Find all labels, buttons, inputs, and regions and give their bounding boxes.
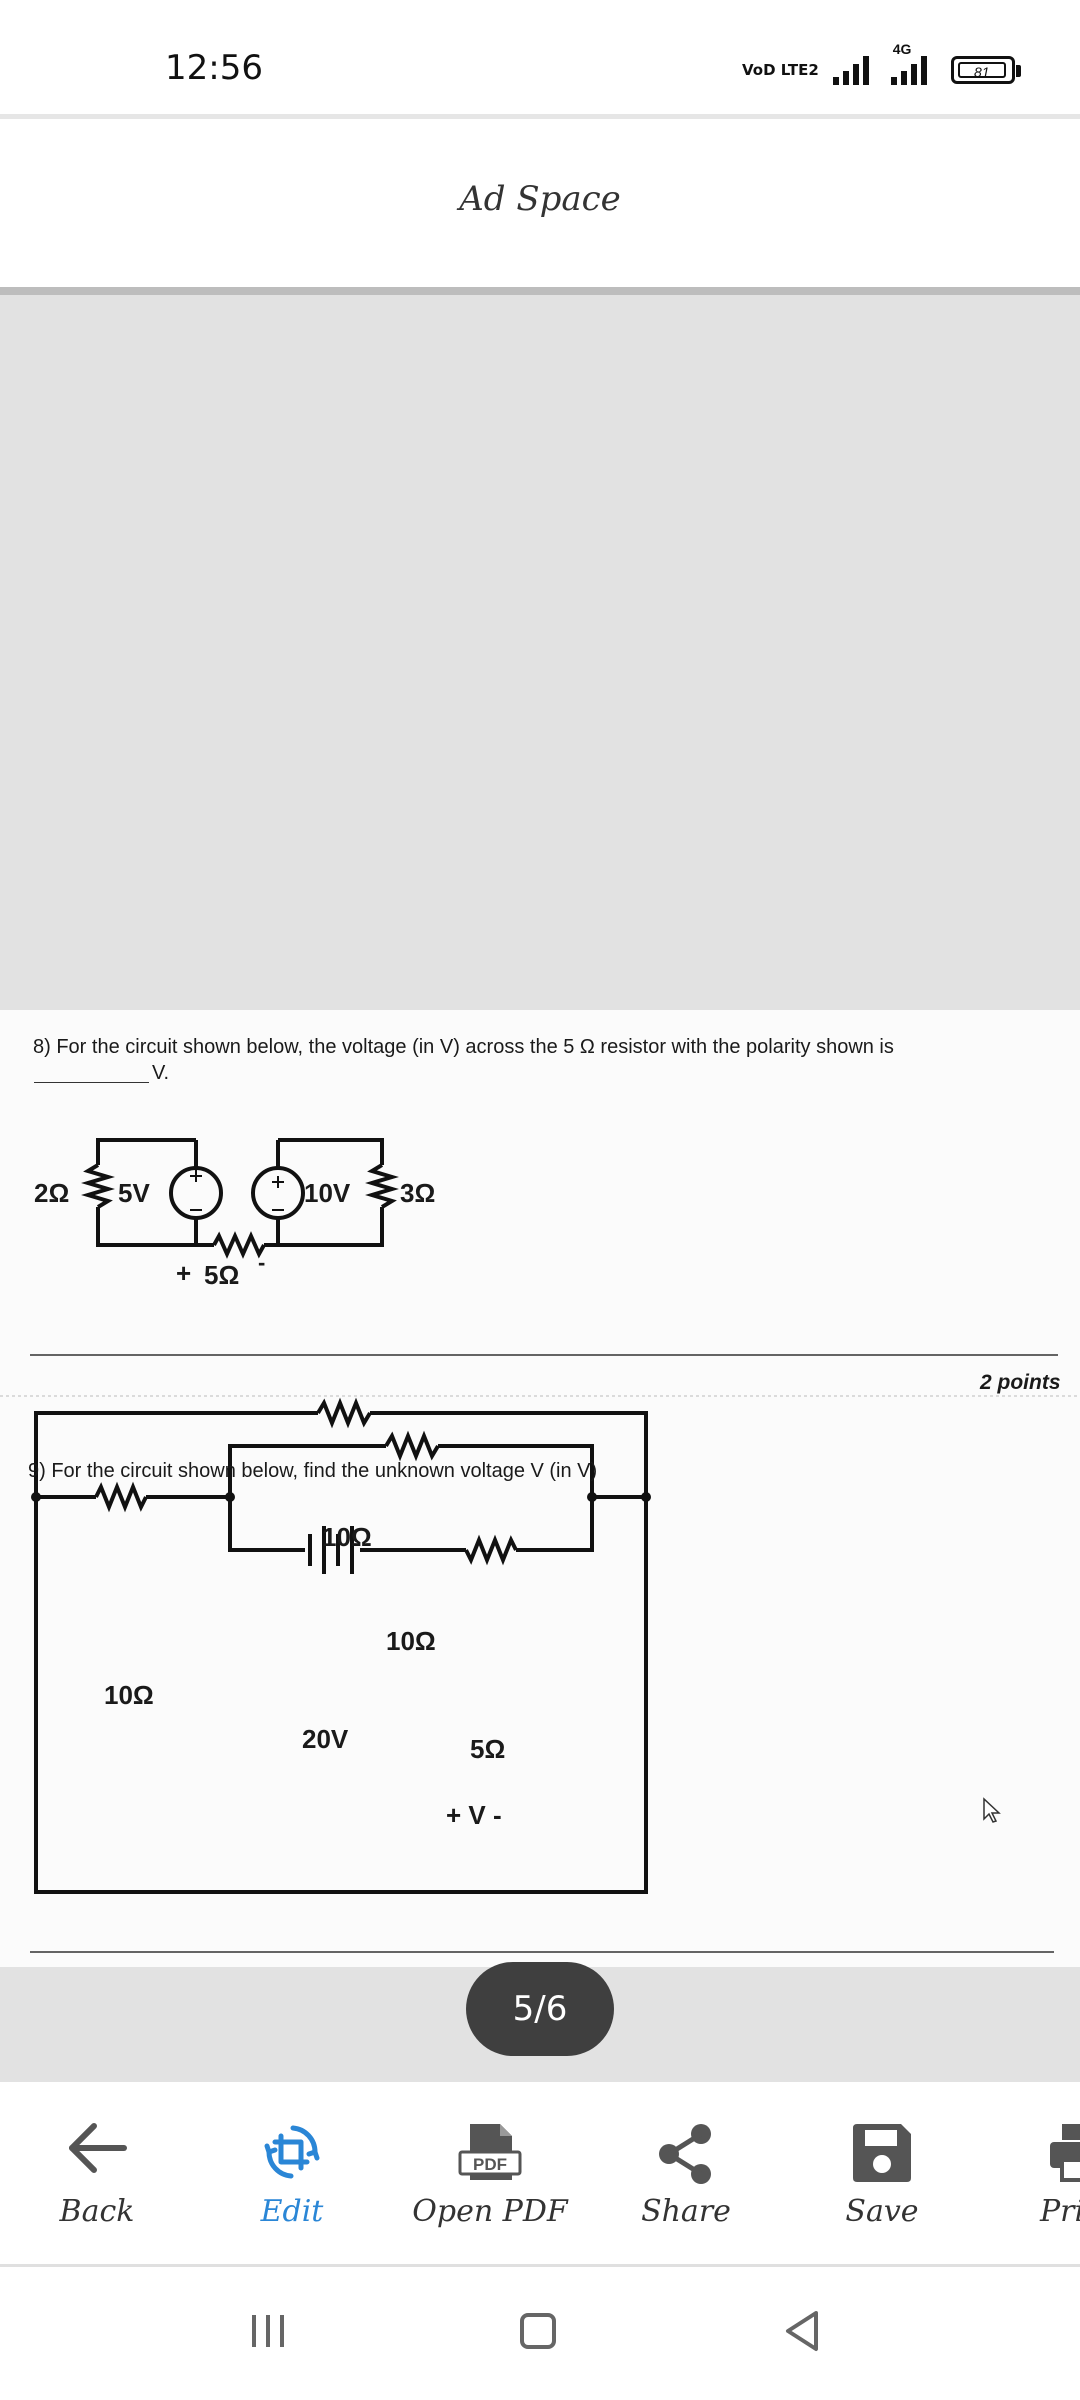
save-icon: [853, 2124, 911, 2182]
edit-label: Edit: [260, 2194, 324, 2229]
print-icon: [1050, 2124, 1080, 2182]
share-icon: [659, 2124, 711, 2184]
status-time: 12:56: [165, 48, 263, 88]
q9-label-v: + V -: [446, 1800, 502, 1830]
document-page: 8) For the circuit shown below, the volt…: [0, 1010, 1080, 1967]
network-type-label: 4G: [892, 41, 912, 57]
q9-resistor-inner-top: [384, 1430, 440, 1462]
q8-resistor-2ohm: [81, 1163, 115, 1209]
battery-level: 81: [957, 62, 1006, 80]
q9-resistor-5ohm: [464, 1534, 518, 1566]
status-icons: VoD LTE2 4G 81: [742, 41, 1021, 90]
q8-label-5v: 5V: [118, 1178, 150, 1208]
system-nav-bar: [0, 2267, 1080, 2400]
share-label: Share: [641, 2194, 731, 2229]
q9-question: 9) For the circuit shown below, find the…: [28, 1460, 598, 1482]
q8-question: 8) For the circuit shown below, the volt…: [33, 1036, 894, 1058]
q8-wire-bottom-left: [96, 1207, 196, 1247]
q9-resistor-left: [94, 1481, 148, 1513]
q9-label-r-inner-top: 10Ω: [386, 1626, 436, 1656]
save-label: Save: [845, 2194, 919, 2229]
volte-icon: VoD LTE2: [742, 60, 819, 79]
q8-wire-top-right: [278, 1138, 384, 1165]
q9-wire-inner-left: [228, 1497, 305, 1552]
q9-resistor-top: [316, 1397, 372, 1429]
print-button[interactable]: Pri: [1000, 2082, 1080, 2265]
back-arrow-icon: [69, 2123, 127, 2173]
share-button[interactable]: Share: [596, 2082, 776, 2265]
pdf-badge: PDF: [473, 2155, 507, 2174]
q9-wire-inner-top: [228, 1444, 386, 1497]
save-button[interactable]: Save: [792, 2082, 972, 2265]
q9-label-5ohm: 5Ω: [470, 1734, 506, 1764]
ad-banner[interactable]: Ad Space: [0, 119, 1080, 287]
page-indicator: 5/6: [466, 1962, 614, 2056]
q8-answer-suffix: V.: [152, 1062, 170, 1084]
crop-rotate-icon: [264, 2125, 320, 2179]
q8-points: 2 points: [980, 1371, 1061, 1394]
q8-source-5v: [169, 1166, 223, 1220]
mouse-cursor-icon: [983, 1797, 1001, 1823]
divider: [0, 114, 1080, 119]
battery-icon: 81: [950, 56, 1021, 84]
q8-label-2ohm: 2Ω: [34, 1178, 70, 1208]
open-pdf-label: Open PDF: [412, 2194, 568, 2229]
ad-text: Ad Space: [459, 179, 621, 219]
edit-button[interactable]: Edit: [202, 2082, 382, 2265]
q9-label-r-left: 10Ω: [104, 1680, 154, 1710]
back-button[interactable]: Back: [7, 2082, 187, 2265]
q8-wire-top-left: [96, 1138, 196, 1165]
q8-resistor-5ohm: [212, 1231, 266, 1259]
network-4g-icon: 4G: [890, 41, 931, 85]
q9-battery-20v: [308, 1526, 354, 1574]
q9-label-r-top: 10Ω: [322, 1522, 372, 1552]
q8-label-plus: +: [176, 1258, 192, 1288]
pdf-file-icon: [458, 2124, 522, 2180]
q8-label-3ohm: 3Ω: [400, 1178, 436, 1208]
open-pdf-button[interactable]: PDF Open PDF: [400, 2082, 580, 2265]
recent-apps-icon[interactable]: [248, 2311, 288, 2351]
q8-label-5ohm: 5Ω: [204, 1260, 240, 1290]
home-icon[interactable]: [518, 2311, 558, 2351]
print-label: Pri: [1040, 2194, 1080, 2229]
divider: [0, 2264, 1080, 2267]
back-label: Back: [59, 2194, 135, 2229]
q8-label-minus: -: [258, 1250, 266, 1275]
q9-wire-inner-right: [438, 1444, 646, 1499]
q8-source-10v: [251, 1166, 305, 1220]
q9-label-source: 20V: [302, 1724, 349, 1754]
signal-icon: [832, 55, 873, 85]
q8-label-10v: 10V: [304, 1178, 351, 1208]
q9-wire-outer: [34, 1411, 648, 1894]
status-bar: 12:56 VoD LTE2 4G 81: [0, 0, 1080, 115]
divider: [0, 287, 1080, 295]
q9-wire-inner-br: [516, 1497, 594, 1552]
q8-answer-blank: [34, 1058, 149, 1083]
q8-resistor-3ohm: [365, 1163, 399, 1209]
bottom-toolbar: Back Edit PDF Open PDF Share: [0, 2082, 1080, 2265]
q9-wire-outer-top-left: [34, 1411, 318, 1497]
back-nav-icon[interactable]: [782, 2309, 822, 2353]
circuit-diagrams: [0, 1138, 1080, 1953]
document-viewer[interactable]: 8) For the circuit shown below, the volt…: [0, 295, 1080, 2082]
